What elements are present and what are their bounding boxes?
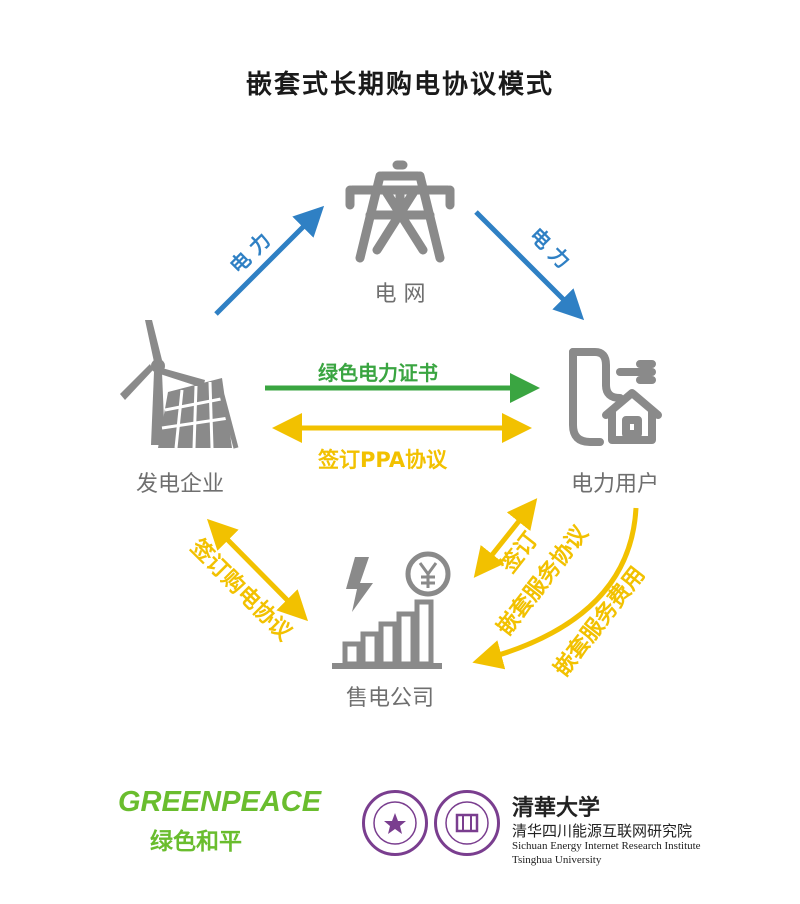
institute-seal-icon [434, 790, 500, 856]
tsinghua-calligraphy-logo: 清華大学 [512, 795, 601, 821]
tsinghua-seal-icon [362, 790, 428, 856]
grid-label: 电 网 [374, 282, 426, 307]
house-plug-icon [569, 348, 662, 446]
power-arrow-right [474, 210, 585, 321]
institute-en-name-2: Tsinghua University [512, 854, 602, 866]
wind-solar-icon [120, 320, 239, 449]
ppa-label: 签订PPA协议 [318, 448, 448, 472]
power-tower-icon [345, 160, 455, 263]
nested-service-arrow [473, 498, 538, 578]
green-cert-label: 绿色电力证书 [318, 361, 438, 385]
lightning-yen-bars-icon [332, 551, 451, 669]
nested-fee-arrow [472, 507, 639, 670]
generator-label: 发电企业 [135, 472, 224, 497]
power-arrow-left [214, 205, 325, 316]
institute-cn-name: 清华四川能源互联网研究院 [512, 822, 693, 840]
greenpeace-logo: GREENPEACE [118, 786, 322, 818]
purchase-arrow [206, 518, 309, 622]
retailer-label: 售电公司 [345, 686, 434, 711]
institute-en-name-1: Sichuan Energy Internet Research Institu… [512, 840, 701, 852]
greenpeace-cn-logo: 绿色和平 [150, 829, 242, 855]
user-label: 电力用户 [570, 472, 659, 497]
page-title: 嵌套式长期购电协议模式 [245, 70, 554, 100]
power-label-left: 电 力 [225, 228, 275, 278]
nested-fee-label: 嵌套服务费用 [549, 562, 651, 682]
